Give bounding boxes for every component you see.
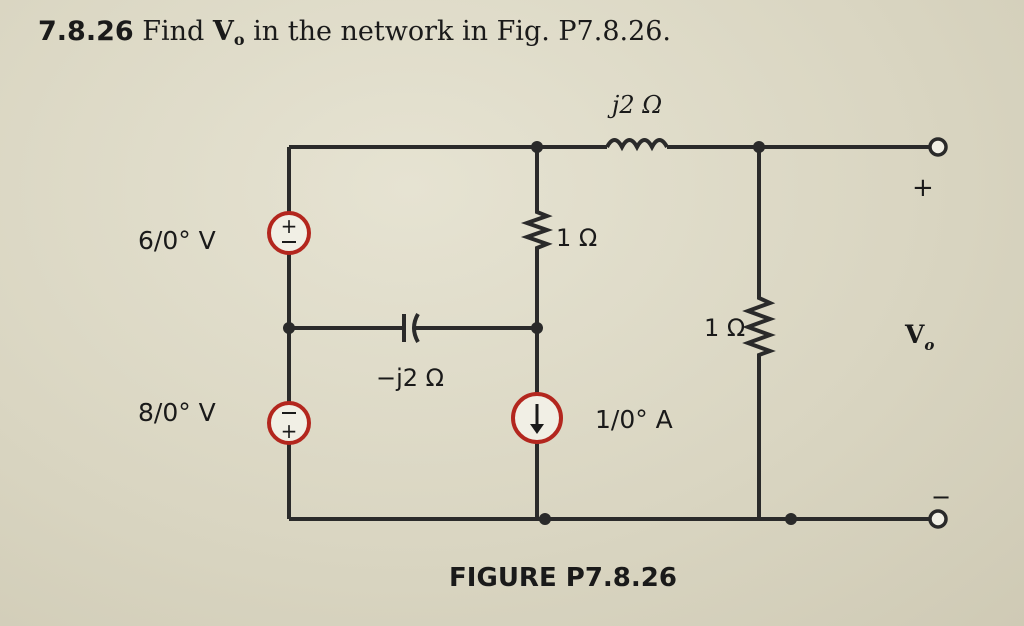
problem-statement: 7.8.26 Find Vo in the network in Fig. P7… [38, 16, 671, 49]
voltage-source-bottom-plus-icon: + [281, 419, 298, 443]
output-terminal-bottom [928, 509, 948, 529]
resistor-right-label: 1 Ω [704, 314, 745, 342]
resistor-right-symbol [742, 293, 776, 361]
problem-variable-main: V [212, 16, 234, 47]
junction-left-mid [283, 322, 295, 334]
junction-mid [531, 322, 543, 334]
inductor-label: j2 Ω [607, 91, 662, 119]
current-source-label: 1/0° A [595, 405, 673, 434]
voltage-source-bottom-symbol [267, 401, 311, 445]
inductor-symbol [605, 138, 669, 152]
output-voltage-sub: o [924, 336, 934, 354]
capacitor-label: −j2 Ω [376, 364, 444, 392]
junction-bottom-mid [539, 513, 551, 525]
output-voltage-main: V [904, 320, 925, 349]
output-plus-sign: + [912, 173, 934, 203]
problem-text-before: Find [142, 16, 205, 47]
output-minus-sign: − [931, 483, 951, 511]
output-voltage-label: Vo [904, 320, 934, 354]
problem-text-after: in the network in Fig. P7.8.26. [253, 16, 672, 47]
voltage-source-bottom-label: 8/0° V [138, 398, 216, 427]
capacitor-plate-right [412, 313, 420, 343]
voltage-source-top-label: 6/0° V [138, 226, 216, 255]
junction-top-right [753, 141, 765, 153]
resistor-mid-label: 1 Ω [556, 224, 597, 252]
output-terminal-top [928, 137, 948, 157]
circuit-wires [287, 145, 933, 521]
voltage-source-top-symbol [267, 211, 311, 255]
problem-number: 7.8.26 [38, 16, 134, 47]
figure-caption: FIGURE P7.8.26 [449, 563, 677, 593]
problem-variable-sub: o [233, 30, 245, 49]
resistor-mid-symbol [520, 208, 554, 256]
voltage-source-top-plus-icon: + [281, 214, 298, 238]
junction-dots [283, 141, 797, 525]
junction-bottom-right [785, 513, 797, 525]
junction-top-mid [531, 141, 543, 153]
problem-variable: Vo [212, 16, 245, 49]
current-source-arrowhead-icon [530, 424, 544, 434]
